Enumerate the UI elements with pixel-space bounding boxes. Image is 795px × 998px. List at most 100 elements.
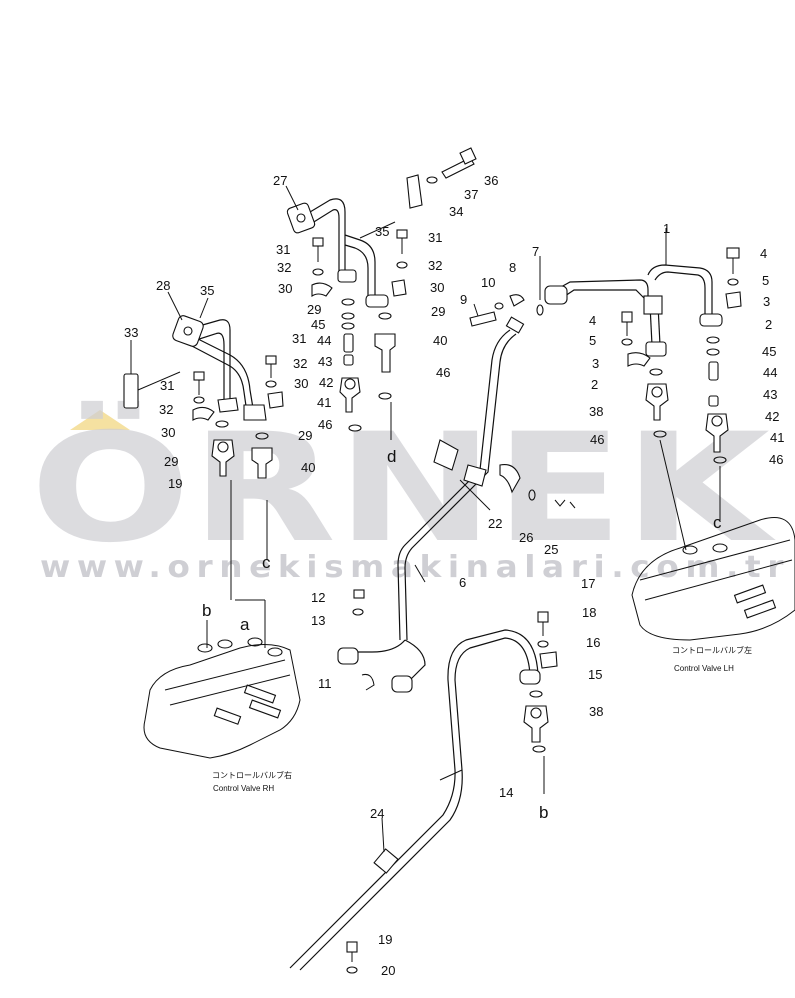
label-40b: 40	[301, 460, 315, 475]
label-30c: 30	[161, 425, 175, 440]
flange-1b	[699, 313, 723, 327]
bolt-31b	[396, 229, 408, 239]
valve-41a	[339, 377, 361, 413]
label-46c: 46	[590, 432, 604, 447]
valve-40b	[251, 447, 273, 479]
flange-28	[172, 315, 204, 347]
caption-rh-jp: コントロールバルブ右	[212, 770, 292, 780]
label-8: 8	[509, 260, 516, 275]
label-32c: 32	[159, 402, 173, 417]
label-31a: 31	[276, 242, 290, 257]
pipe-assembly-27	[286, 147, 477, 440]
label-29c: 29	[164, 454, 178, 469]
label-46a: 46	[318, 417, 332, 432]
label-15: 15	[588, 667, 602, 682]
label-38a: 38	[589, 404, 603, 419]
label-32a: 32	[277, 260, 291, 275]
label-42a: 42	[319, 375, 333, 390]
label-41a: 41	[317, 395, 331, 410]
label-22: 22	[488, 516, 502, 531]
label-2b: 2	[591, 377, 598, 392]
label-12: 12	[311, 590, 325, 605]
label-44b: 44	[763, 365, 777, 380]
label-1: 1	[663, 221, 670, 236]
label-9: 9	[460, 292, 467, 307]
caption-lh-jp: コントロールバルブ左	[672, 645, 752, 655]
label-4b: 4	[589, 313, 596, 328]
ref-letters: a b c d b c	[202, 447, 722, 822]
part-labels: 1 2 2 3 3 4 4 5 5 6 7 8 9 10 11 12 13 14…	[124, 173, 784, 978]
label-30b: 30	[430, 280, 444, 295]
clamp-24	[373, 848, 399, 874]
plate-33	[123, 373, 139, 409]
label-26: 26	[519, 530, 533, 545]
label-35a: 35	[375, 224, 389, 239]
flange-6b	[391, 675, 413, 693]
label-35b: 35	[200, 283, 214, 298]
label-31c: 31	[160, 378, 174, 393]
pipe-assembly-28	[123, 315, 284, 600]
label-45a: 45	[311, 317, 325, 332]
pipe-assembly-1	[544, 247, 742, 551]
label-18: 18	[582, 605, 596, 620]
ref-letter-b: b	[539, 803, 548, 822]
flange-6a	[337, 647, 359, 665]
flange-29b	[365, 294, 389, 308]
block-1	[643, 295, 663, 315]
pipe-6	[337, 294, 576, 693]
label-46b: 46	[436, 365, 450, 380]
label-44a: 44	[317, 333, 331, 348]
label-32d: 32	[293, 356, 307, 371]
label-14: 14	[499, 785, 513, 800]
label-13: 13	[311, 613, 325, 628]
clamp-34	[406, 174, 423, 209]
label-43a: 43	[318, 354, 332, 369]
pipe-14	[289, 611, 558, 974]
label-43b: 43	[763, 387, 777, 402]
label-7: 7	[532, 244, 539, 259]
label-2a: 2	[765, 317, 772, 332]
label-29b: 29	[431, 304, 445, 319]
flange-1a	[544, 285, 568, 305]
ref-letter-b-rh: b	[202, 601, 211, 620]
label-33: 33	[124, 325, 138, 340]
label-16: 16	[586, 635, 600, 650]
label-3b: 3	[592, 356, 599, 371]
label-36: 36	[484, 173, 498, 188]
label-19b: 19	[378, 932, 392, 947]
valve-39	[211, 439, 235, 477]
label-42b: 42	[765, 409, 779, 424]
label-30d: 30	[294, 376, 308, 391]
label-20: 20	[381, 963, 395, 978]
label-29d: 29	[298, 428, 312, 443]
ref-letter-d: d	[387, 447, 396, 466]
control-valve-lh: コントロールバルブ左 Control Valve LH	[631, 517, 795, 673]
label-38b: 38	[589, 704, 603, 719]
label-31d: 31	[292, 331, 306, 346]
label-4a: 4	[760, 246, 767, 261]
label-5b: 5	[589, 333, 596, 348]
label-28: 28	[156, 278, 170, 293]
flange-29a	[337, 269, 357, 283]
label-40a: 40	[433, 333, 447, 348]
flange-27	[286, 202, 316, 234]
label-10: 10	[481, 275, 495, 290]
label-27: 27	[273, 173, 287, 188]
valve-38b	[523, 705, 549, 743]
ref-letter-a: a	[240, 615, 250, 634]
label-45b: 45	[762, 344, 776, 359]
label-5a: 5	[762, 273, 769, 288]
watermark-accent	[70, 410, 130, 430]
label-32b: 32	[428, 258, 442, 273]
control-valve-rh: コントロールバルブ右 Control Valve RH	[143, 599, 301, 793]
label-29a: 29	[307, 302, 321, 317]
valve-41b	[705, 413, 729, 453]
leader-lines	[130, 185, 667, 853]
label-46d: 46	[769, 452, 783, 467]
label-17: 17	[581, 576, 595, 591]
label-31b: 31	[428, 230, 442, 245]
label-30a: 30	[278, 281, 292, 296]
caption-rh-en: Control Valve RH	[213, 784, 274, 793]
label-25: 25	[544, 542, 558, 557]
